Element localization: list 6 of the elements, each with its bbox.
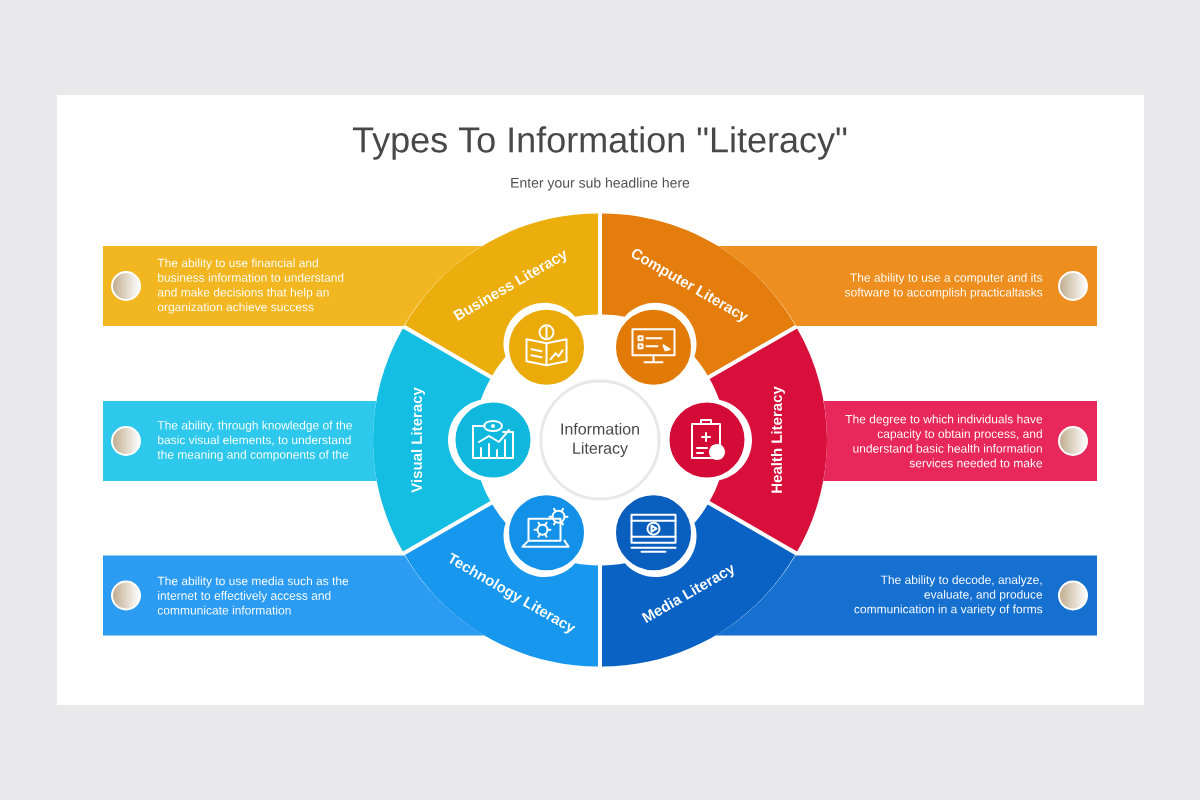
wheel-segment: Health Literacy xyxy=(709,328,827,552)
wheel-segment: Visual Literacy xyxy=(373,328,491,552)
description-band: The ability, through knowledge of the basic visual elements, to understand the meaning and components of the xyxy=(103,401,377,481)
subtitle: Enter your sub headline here xyxy=(511,177,690,191)
description-band: The degree to which individuals have capacity to obtain process, and understand basic health information services needed to make xyxy=(823,401,1097,481)
title: Types To Information "Literacy" xyxy=(352,126,847,160)
